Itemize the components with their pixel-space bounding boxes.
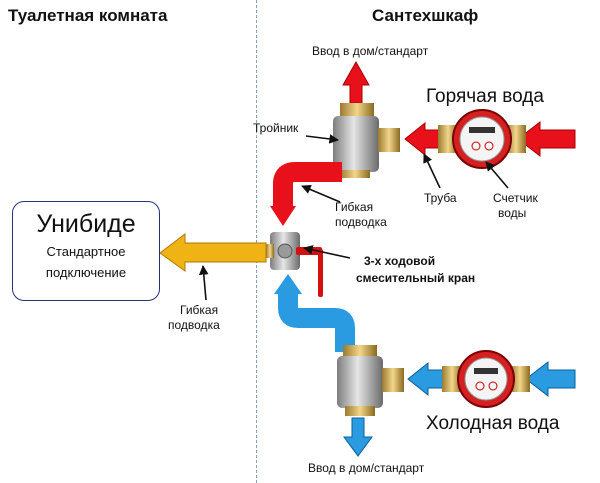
- label-tee: Тройник: [253, 121, 299, 135]
- hose-pointer-upper: [301, 184, 341, 203]
- label-valve-2: смесительный кран: [356, 271, 476, 285]
- label-flex-hose-upper-2: подводка: [335, 215, 387, 229]
- hot-inlet-up-arrow: [342, 60, 370, 104]
- label-meter-2: воды: [498, 206, 527, 220]
- cold-tee-fitting: [337, 345, 404, 416]
- label-hot-water: Горячая вода: [426, 86, 544, 107]
- label-inlet-top: Ввод в дом/стандарт: [312, 44, 429, 58]
- mixed-output-arrow: [159, 232, 267, 272]
- label-pipe: Труба: [424, 191, 457, 205]
- label-valve-1: 3-х ходовой: [364, 254, 436, 268]
- valve-pointer: [303, 245, 351, 259]
- cold-flex-hose: [278, 292, 355, 352]
- label-meter-1: Счетчик: [493, 191, 538, 205]
- label-cold-water: Холодная вода: [426, 413, 560, 434]
- unibide-box: Унибиде Стандартное подключение: [12, 201, 160, 301]
- hot-water-meter: [438, 109, 526, 169]
- label-flex-hose-upper-1: Гибкая: [335, 200, 374, 214]
- label-flex-hose-lower-1: Гибкая: [180, 303, 219, 317]
- left-room-title: Туалетная комната: [8, 6, 168, 25]
- hot-tee-fitting: [333, 103, 400, 178]
- room-divider: [256, 0, 257, 483]
- unibide-title: Унибиде: [36, 210, 136, 238]
- tee-pointer: [305, 134, 339, 144]
- label-flex-hose-lower-2: подводка: [168, 318, 220, 332]
- unibide-subtitle-2: подключение: [45, 265, 127, 280]
- pipe-pointer: [423, 153, 441, 189]
- unibide-subtitle-1: Стандартное: [46, 244, 126, 259]
- cold-arrow-right-1: [525, 360, 576, 398]
- cold-inlet-down-arrow: [343, 417, 373, 457]
- meter-pointer: [485, 161, 509, 189]
- cold-flex-hose-head: [274, 274, 302, 294]
- cold-water-meter: [442, 350, 530, 408]
- hot-flex-hose: [273, 162, 342, 208]
- right-room-title: Сантехшкаф: [372, 6, 479, 25]
- hot-arrow-right-1: [517, 120, 576, 158]
- label-inlet-bottom: Ввод в дом/стандарт: [308, 461, 425, 475]
- hose-pointer-lower: [198, 265, 209, 301]
- mixing-valve: [266, 232, 323, 297]
- hot-flex-hose-head: [270, 206, 296, 226]
